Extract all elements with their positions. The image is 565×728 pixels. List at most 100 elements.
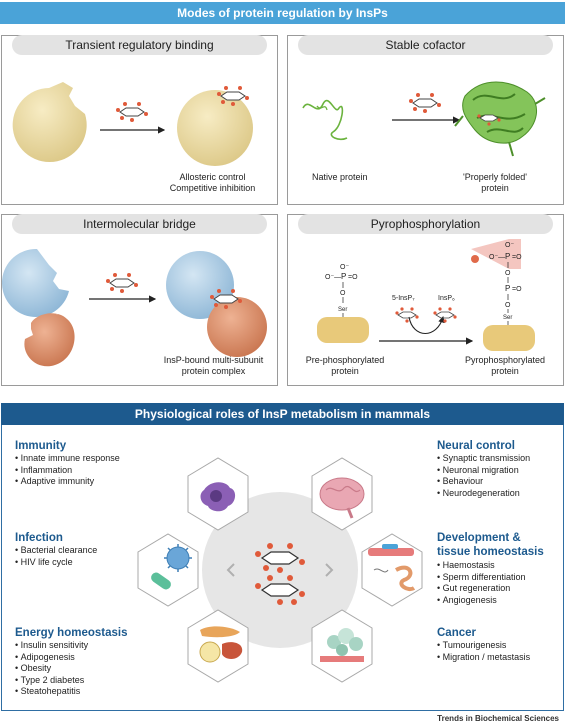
list-item: Innate immune response	[15, 453, 120, 465]
list-item: Insulin sensitivity	[15, 640, 89, 652]
brain-icon	[319, 477, 365, 519]
unfolded-chain	[302, 99, 348, 141]
list-item: Adaptive immunity	[15, 476, 120, 488]
list-item: Steatohepatitis	[15, 686, 88, 698]
list-item: Neuronal migration	[437, 465, 530, 477]
protein-yellow-bound	[177, 90, 253, 166]
label-pre-phosphorylated-2: protein	[331, 366, 359, 376]
phosphate-chain-left: O⁻ O⁻—P=O O Ser	[325, 264, 358, 317]
list-energy: Insulin sensitivity Adipogenesis Obesity…	[15, 640, 89, 698]
chevron-right-icon	[325, 563, 334, 577]
insp-center-icon-2	[255, 575, 305, 605]
panel-title-stable: Stable cofactor	[298, 35, 553, 55]
list-item: Sperm differentiation	[437, 572, 526, 584]
svg-text:P: P	[341, 272, 346, 281]
label-pyrophosphorylated-2: protein	[491, 366, 519, 376]
phosphate-chain-right: O⁻ O⁻—P=O O P=O O Ser	[489, 242, 522, 325]
tumour-icon	[320, 628, 364, 662]
caption-bridge-1: InsP-bound multi-subunit	[163, 355, 264, 365]
title-neural-control: Neural control	[437, 440, 515, 452]
list-item: Haemostasis	[437, 560, 526, 572]
list-item: Angiogenesis	[437, 595, 526, 607]
bottom-header: Physiological roles of InsP metabolism i…	[1, 403, 564, 425]
list-item: Inflammation	[15, 465, 120, 477]
svg-text:Ser: Ser	[338, 307, 347, 313]
svg-text:P: P	[505, 252, 510, 261]
reagent-insp6: InsP₆	[438, 295, 455, 302]
hex-infection	[137, 533, 199, 607]
list-item: Type 2 diabetes	[15, 675, 88, 687]
label-pyrophosphorylated-1: Pyrophosphorylated	[464, 355, 546, 365]
insp-molecule-bound-icon	[217, 86, 249, 106]
list-item: HIV life cycle	[15, 557, 97, 569]
svg-text:O: O	[340, 290, 346, 297]
insp-molecule-icon	[106, 273, 138, 293]
panel-title-pyro: Pyrophosphorylation	[298, 214, 553, 234]
curved-arrow	[408, 315, 445, 334]
protein-orange-left	[24, 313, 75, 367]
svg-text:O⁻—: O⁻—	[489, 254, 505, 261]
list-development: Haemostasis Sperm differentiation Gut re…	[437, 560, 526, 606]
label-folded-protein-2: protein	[481, 183, 509, 193]
immune-cell-icon	[200, 482, 236, 512]
list-immunity: Innate immune response Inflammation Adap…	[15, 453, 120, 488]
caption-competitive: Competitive inhibition	[169, 183, 256, 193]
list-item: Tumourigenesis	[437, 640, 530, 652]
list-item: Bacterial clearance	[15, 545, 98, 557]
transient-binding-illustration	[12, 82, 253, 166]
title-energy-homeostasis: Energy homeostasis	[15, 627, 128, 639]
title-development-2: tissue homeostasis	[437, 546, 544, 558]
svg-text:O: O	[505, 270, 511, 277]
svg-text:O⁻: O⁻	[505, 242, 514, 249]
list-item: Synaptic transmission	[437, 453, 531, 465]
reagent-5-insp7: 5-InsP₇	[392, 295, 415, 302]
protein-orange-bound	[207, 297, 267, 357]
title-development-1: Development &	[437, 532, 521, 544]
panel-title-bridge: Intermolecular bridge	[12, 214, 267, 234]
protein-pre-phosphorylated	[317, 317, 369, 343]
protein-yellow-left	[12, 82, 87, 162]
caption-allosteric: Allosteric control	[179, 172, 246, 182]
label-native-protein: Native protein	[312, 172, 368, 182]
phosphate-ball-icon	[471, 255, 479, 263]
insp6-molecule-icon	[433, 307, 457, 323]
svg-text:P: P	[505, 284, 510, 293]
caption-bridge-2: protein complex	[181, 366, 246, 376]
list-item: Migration / metastasis	[437, 652, 531, 664]
folded-protein-icon	[454, 81, 546, 157]
protein-pyrophosphorylated	[483, 325, 535, 351]
list-item: Adipogenesis	[15, 652, 88, 664]
list-item: Obesity	[15, 663, 88, 675]
label-folded-protein-1: 'Properly folded'	[463, 172, 527, 182]
insp7-molecule-icon	[395, 307, 419, 323]
insp-molecule-icon	[116, 102, 148, 122]
virus-bacterium-icon	[151, 544, 192, 590]
insp-molecule-bound-icon	[210, 289, 242, 309]
footer-journal: Trends in Biochemical Sciences	[437, 714, 559, 723]
title-immunity: Immunity	[15, 440, 67, 452]
svg-text:O⁻—: O⁻—	[325, 274, 341, 281]
list-item: Neurodegeneration	[437, 488, 530, 500]
svg-text:+ +: + +	[55, 310, 65, 317]
list-cancer: Tumourigenesis Migration / metastasis	[437, 640, 531, 664]
title-cancer: Cancer	[437, 627, 476, 639]
organs-icon	[199, 626, 243, 663]
list-neural: Synaptic transmission Neuronal migration…	[437, 453, 531, 500]
stable-cofactor-illustration	[302, 81, 546, 157]
list-infection: Bacterial clearance HIV life cycle	[15, 545, 98, 569]
title-infection: Infection	[15, 532, 63, 544]
vessel-gut-icon	[368, 544, 416, 591]
hexagon-diagram	[137, 457, 423, 683]
label-pre-phosphorylated-1: Pre-phosphorylated	[305, 355, 385, 365]
pyrophosphorylation-illustration: O⁻ O⁻—P=O O Ser O⁻ O⁻—P=O O P=O O Ser	[317, 239, 535, 351]
insp-center-icon	[255, 543, 305, 573]
pyrophosphate-highlight	[471, 239, 521, 269]
list-item: Gut regeneration	[437, 583, 526, 595]
insp-molecule-icon	[409, 93, 441, 113]
intermolecular-bridge-illustration: + +	[1, 248, 267, 367]
svg-text:=O: =O	[512, 286, 522, 293]
svg-text:O: O	[505, 302, 511, 309]
top-header: Modes of protein regulation by InsPs	[0, 2, 565, 24]
svg-text:O⁻: O⁻	[340, 264, 349, 271]
insp-molecule-bound-icon	[477, 114, 501, 126]
